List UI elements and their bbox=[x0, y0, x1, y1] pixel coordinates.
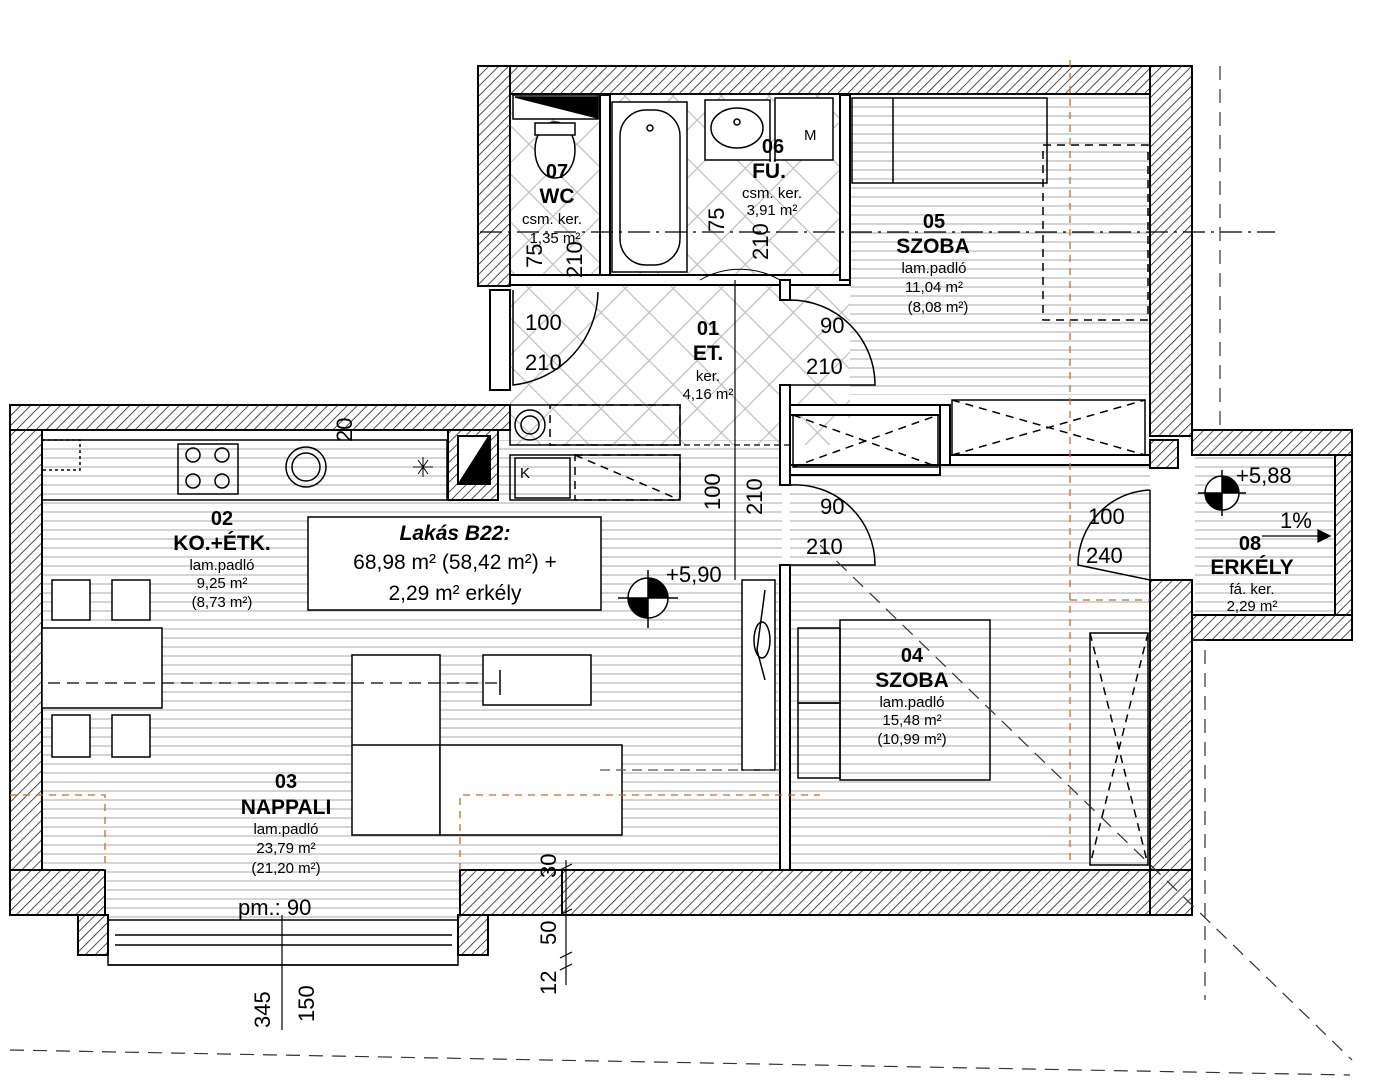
room-05-name: SZOBA bbox=[896, 235, 970, 258]
parapet-label: pm.: 90 bbox=[238, 895, 311, 920]
bedroom-furniture bbox=[549, 97, 1149, 866]
room-02-area: 9,25 m² bbox=[197, 575, 248, 592]
room-07-area: 1,35 m² bbox=[530, 230, 581, 247]
room-05-area: 11,04 m² bbox=[905, 279, 963, 296]
dim-30: 30 bbox=[536, 854, 561, 878]
room-02-net: (8,73 m²) bbox=[192, 594, 253, 611]
dim-12: 12 bbox=[536, 971, 561, 995]
dim-s4-210: 210 bbox=[806, 534, 843, 559]
room-02-name: KO.+ÉTK. bbox=[173, 532, 270, 555]
dim-s5-210: 210 bbox=[806, 354, 843, 379]
dim-s4-90: 90 bbox=[820, 494, 844, 519]
room-08-floor: fá. ker. bbox=[1229, 581, 1274, 598]
doors bbox=[512, 268, 1151, 581]
summary-title: Lakás B22: bbox=[400, 522, 511, 545]
summary-line-1: 68,98 m² (58,42 m²) + bbox=[353, 551, 557, 574]
room-06-floor: csm. ker. bbox=[742, 185, 802, 202]
room-01-floor: ker. bbox=[696, 368, 720, 385]
dim-hall-100: 100 bbox=[700, 473, 725, 510]
room-08-name: ERKÉLY bbox=[1210, 556, 1293, 579]
dimension-labels: 75 210 100 210 75 210 90 210 20 100 210 … bbox=[250, 208, 1125, 1028]
room-04-name: SZOBA bbox=[875, 669, 949, 692]
room-04-floor: lam.padló bbox=[879, 694, 944, 711]
room-07-floor: csm. ker. bbox=[522, 211, 582, 228]
appliance-labels: K M bbox=[520, 127, 817, 482]
room-07-number: 07 bbox=[546, 161, 568, 183]
floor-finishes bbox=[42, 95, 1335, 920]
summary-line-2: 2,29 m² erkély bbox=[388, 582, 522, 605]
window bbox=[107, 919, 459, 966]
dim-bal-100: 100 bbox=[1088, 504, 1125, 529]
room-04-area: 15,48 m² bbox=[882, 712, 941, 729]
slope-label: 1% bbox=[1280, 508, 1312, 533]
level-main-label: +5,90 bbox=[666, 562, 722, 587]
level-marker-main bbox=[618, 570, 678, 628]
dim-50: 50 bbox=[536, 921, 561, 945]
room-03-net: (21,20 m²) bbox=[251, 860, 320, 877]
room-03-floor: lam.padló bbox=[253, 821, 318, 838]
slope-arrow bbox=[1262, 528, 1332, 544]
dim-150: 150 bbox=[294, 985, 319, 1022]
room-02-floor: lam.padló bbox=[189, 557, 254, 574]
dim-fu-75: 75 bbox=[704, 208, 729, 232]
room-06-number: 06 bbox=[762, 136, 784, 158]
dim-hall-210: 210 bbox=[742, 478, 767, 515]
level-marker-balcony bbox=[1198, 470, 1246, 516]
dim-345: 345 bbox=[250, 991, 275, 1028]
room-03-number: 03 bbox=[275, 771, 297, 793]
room-06-name: FÜ. bbox=[752, 160, 786, 183]
dim-wall-20: 20 bbox=[332, 418, 357, 442]
bath-fixtures bbox=[512, 94, 834, 273]
room-01-number: 01 bbox=[697, 318, 719, 340]
room-05-net: (8,08 m²) bbox=[908, 299, 969, 316]
dim-wc-100: 100 bbox=[525, 310, 562, 335]
room-04-net: (10,99 m²) bbox=[877, 731, 946, 748]
room-06-area: 3,91 m² bbox=[747, 202, 798, 219]
auxiliary-lines bbox=[9, 60, 1353, 1076]
room-05-floor: lam.padló bbox=[901, 260, 966, 277]
room-04-number: 04 bbox=[901, 645, 924, 667]
room-01-area: 4,16 m² bbox=[683, 386, 734, 403]
dim-fu-210: 210 bbox=[748, 223, 773, 260]
dim-wc-75: 75 bbox=[522, 244, 547, 268]
walls bbox=[9, 65, 1353, 956]
level-balcony-label: +5,88 bbox=[1236, 463, 1292, 488]
room-01-name: ET. bbox=[693, 342, 723, 365]
dimension-lines bbox=[281, 860, 573, 1030]
bath-m-label: M bbox=[804, 127, 817, 144]
room-03-area: 23,79 m² bbox=[256, 840, 315, 857]
room-08-area: 2,29 m² bbox=[1227, 598, 1278, 615]
room-08-number: 08 bbox=[1239, 533, 1261, 555]
room-03-name: NAPPALI bbox=[241, 796, 332, 819]
dim-s5-90: 90 bbox=[820, 313, 844, 338]
room-05-number: 05 bbox=[923, 211, 945, 233]
sink-label: K bbox=[520, 465, 530, 482]
level-labels: +5,90 +5,88 1% pm.: 90 bbox=[238, 463, 1312, 920]
dim-wc-210: 210 bbox=[562, 241, 587, 278]
living-furniture bbox=[351, 579, 776, 836]
dim-wc-210b: 210 bbox=[525, 350, 562, 375]
summary-text: Lakás B22: 68,98 m² (58,42 m²) + 2,29 m²… bbox=[353, 522, 557, 605]
room-labels: 07 WC csm. ker. 1,35 m² 06 FÜ. csm. ker.… bbox=[173, 136, 1293, 877]
dining-table bbox=[41, 579, 163, 758]
dim-bal-240: 240 bbox=[1086, 543, 1123, 568]
summary-box bbox=[307, 516, 602, 611]
room-07-name: WC bbox=[540, 185, 575, 208]
room-02-number: 02 bbox=[211, 508, 233, 530]
